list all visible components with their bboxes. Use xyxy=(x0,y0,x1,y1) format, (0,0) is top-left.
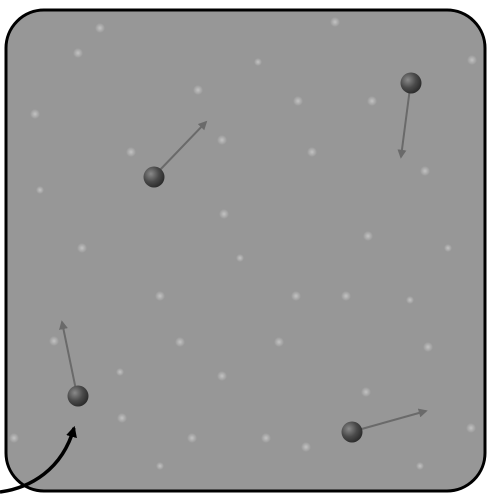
background-dot xyxy=(187,433,197,443)
background-dot xyxy=(444,244,452,252)
background-dot xyxy=(236,254,244,262)
background-dot xyxy=(307,147,317,157)
background-dot xyxy=(217,371,227,381)
background-dot xyxy=(156,462,164,470)
particle xyxy=(342,422,363,443)
background-dot xyxy=(341,291,351,301)
particle xyxy=(401,73,422,94)
background-dot xyxy=(467,55,477,65)
background-dot xyxy=(274,337,284,347)
background-dot xyxy=(193,85,203,95)
background-dot xyxy=(301,442,311,452)
background-dot xyxy=(126,147,136,157)
background-dot xyxy=(219,209,229,219)
background-dot xyxy=(49,336,59,346)
background-dot xyxy=(363,231,373,241)
background-dot xyxy=(261,433,271,443)
background-dot xyxy=(330,17,340,27)
background-dot xyxy=(466,423,476,433)
background-dot xyxy=(291,291,301,301)
particle xyxy=(68,386,89,407)
background-dot xyxy=(9,433,19,443)
background-dot xyxy=(423,342,433,352)
background-dot xyxy=(155,291,165,301)
background-dot xyxy=(293,96,303,106)
background-dot xyxy=(95,23,105,33)
background-dot xyxy=(420,166,430,176)
background-dot xyxy=(175,337,185,347)
background-dot xyxy=(217,135,227,145)
background-dot xyxy=(36,186,44,194)
background-dot xyxy=(416,462,424,470)
background-dot xyxy=(361,387,371,397)
background-dot xyxy=(116,368,124,376)
background-dot xyxy=(117,413,127,423)
background-dot xyxy=(73,48,83,58)
background-dot xyxy=(406,296,414,304)
background-dot xyxy=(254,58,262,66)
background-dot xyxy=(77,243,87,253)
background-dot xyxy=(367,96,377,106)
particle xyxy=(144,167,165,188)
background-dot xyxy=(30,109,40,119)
